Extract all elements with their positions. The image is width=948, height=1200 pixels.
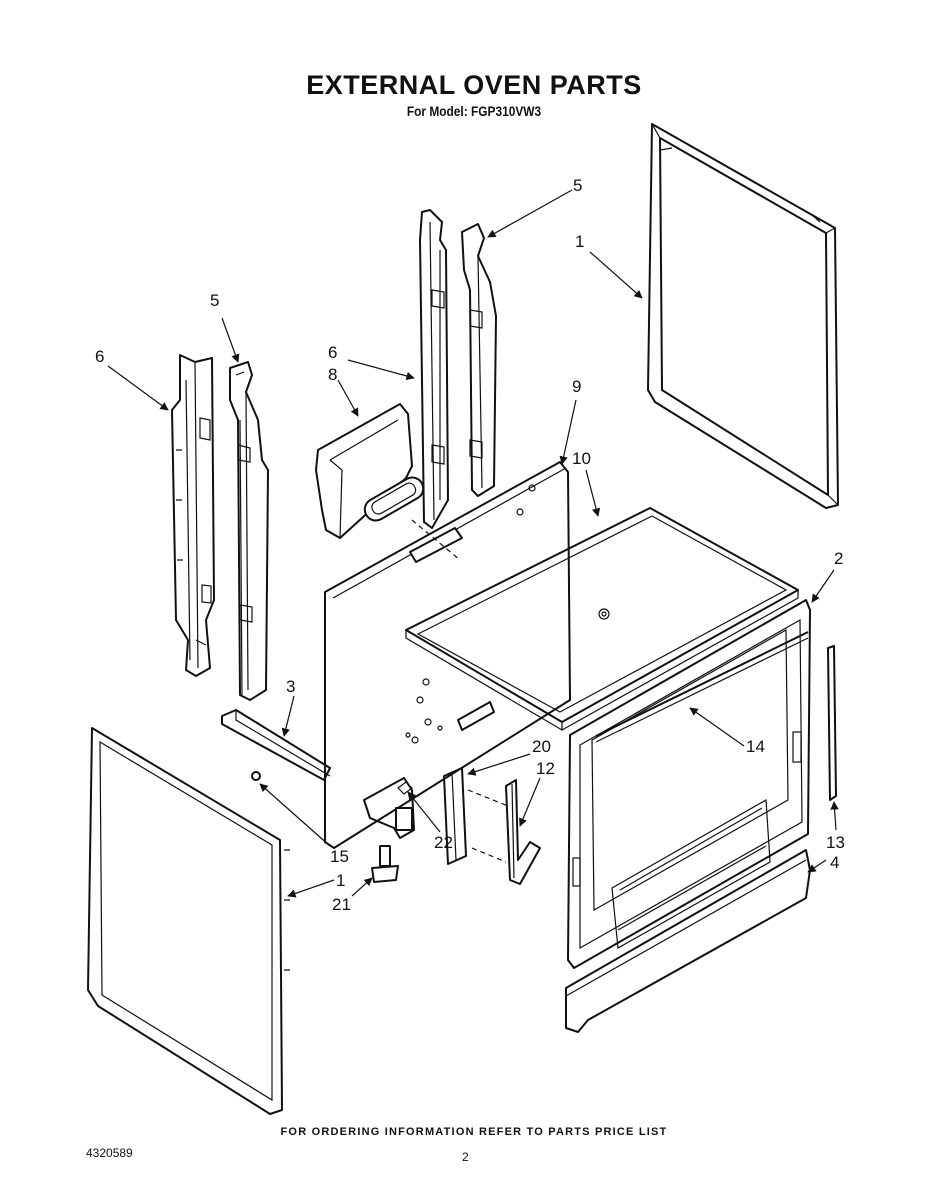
callout-4: 4: [830, 853, 839, 872]
model-subtitle: For Model: FGP310VW3: [406, 103, 542, 119]
callout-1-upper: 1: [575, 232, 584, 251]
part-clip: [443, 767, 467, 865]
callout-9: 9: [572, 377, 581, 396]
document-number: 4320589: [86, 1146, 133, 1160]
part-side-strip: [827, 645, 837, 801]
callout-12: 12: [536, 759, 555, 778]
part-screw-small: [251, 771, 261, 781]
callout-3: 3: [286, 677, 295, 696]
part-deflector-box: [315, 403, 425, 539]
part-kick-rail: [565, 849, 811, 1033]
callout-5-upper: 5: [573, 176, 582, 195]
callout-6-center: 6: [328, 343, 337, 362]
part-rod: [595, 631, 809, 743]
callout-1-lower: 1: [336, 871, 345, 890]
part-small-bracket: [363, 777, 415, 839]
callout-10: 10: [572, 449, 591, 468]
part-bracket-rail-left: [229, 361, 269, 701]
part-oven-front-frame: [567, 599, 811, 969]
callout-21: 21: [332, 895, 351, 914]
part-bottom-strip: [221, 709, 331, 781]
part-frame-panel-upper: [647, 123, 839, 509]
callout-14: 14: [746, 737, 765, 756]
page-title: EXTERNAL OVEN PARTS: [306, 70, 642, 100]
callout-15: 15: [330, 847, 349, 866]
part-hinge-bracket: [505, 779, 541, 885]
ordering-note: FOR ORDERING INFORMATION REFER TO PARTS …: [280, 1126, 668, 1138]
callout-20: 20: [532, 737, 551, 756]
callout-8: 8: [328, 365, 337, 384]
part-rail-center: [419, 209, 449, 529]
part-bracket-rail-right: [461, 223, 497, 497]
part-leveling-leg: [371, 845, 399, 883]
callout-6-left: 6: [95, 347, 104, 366]
callout-2: 2: [834, 549, 843, 568]
part-rail-left: [171, 354, 215, 677]
callout-5-left: 5: [210, 291, 219, 310]
part-frame-panel-lower: [87, 727, 290, 1115]
callout-22: 22: [434, 833, 453, 852]
page-number: 2: [462, 1150, 469, 1164]
callout-13: 13: [826, 833, 845, 852]
part-top-tray: [405, 507, 799, 732]
